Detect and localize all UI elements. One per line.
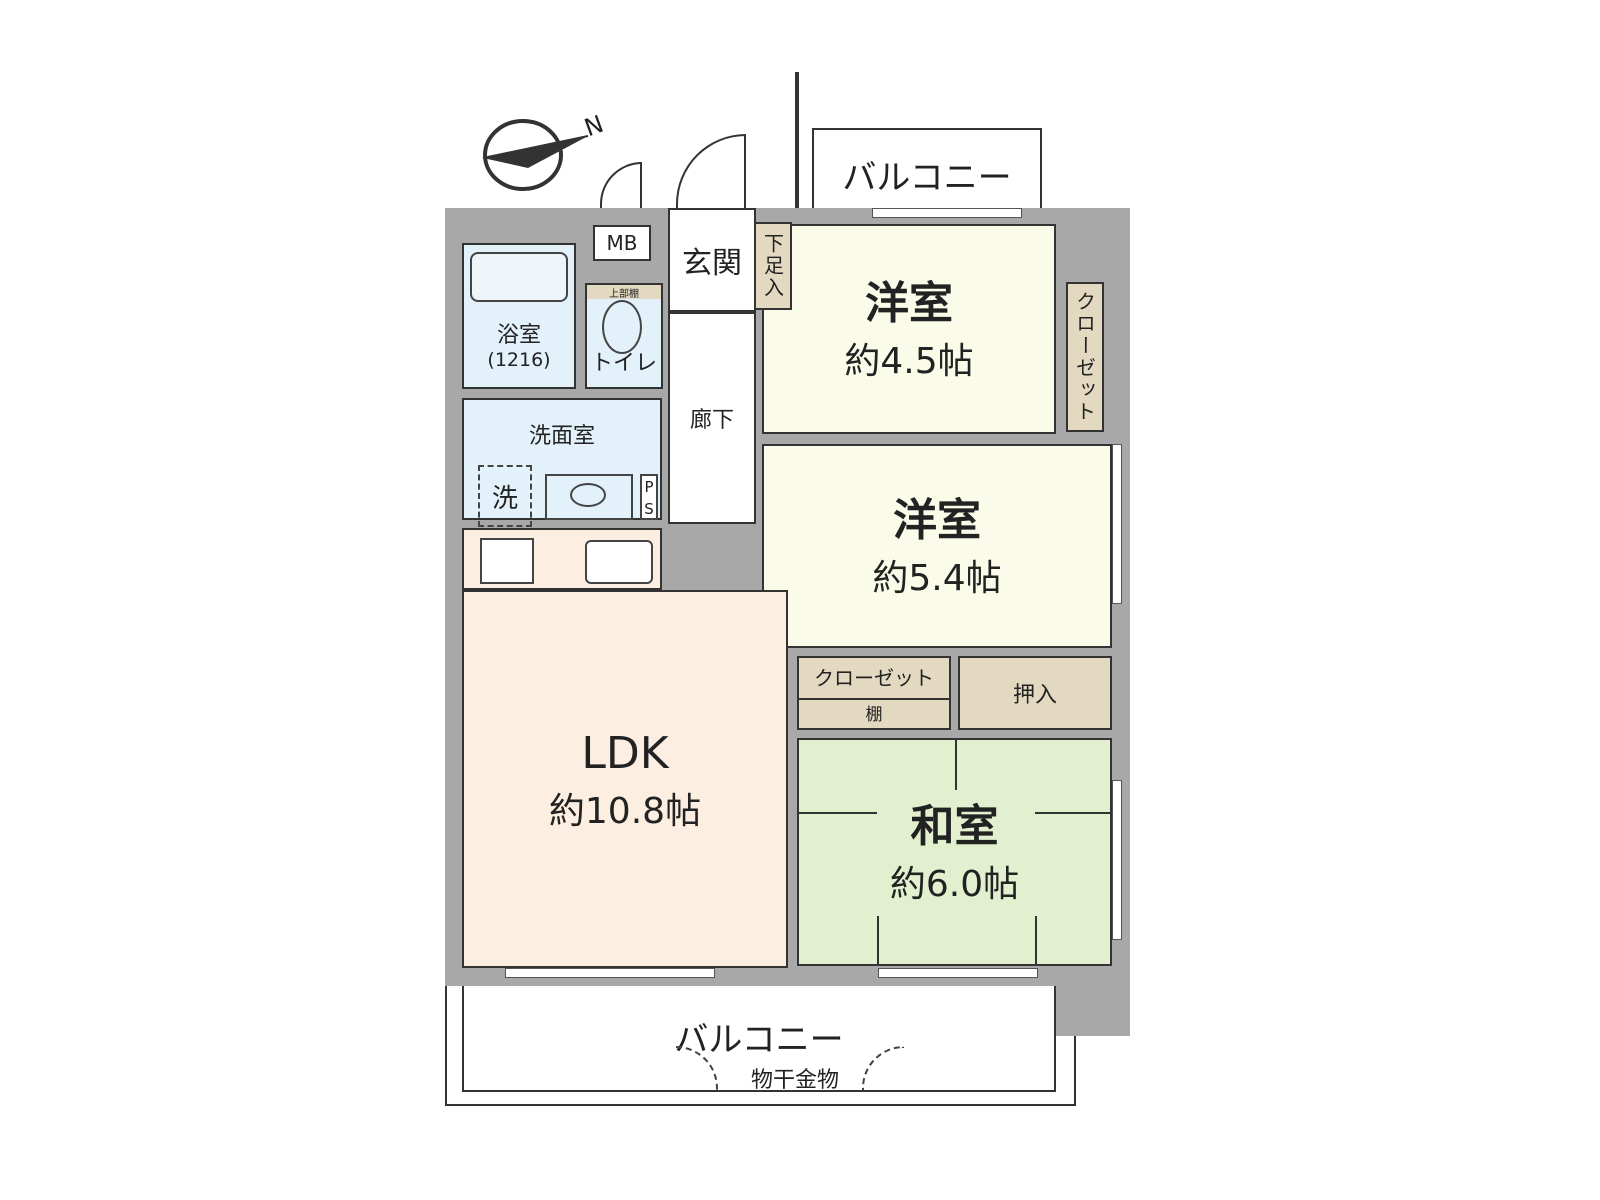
window[interactable] [1112,780,1122,940]
room-name: 和室 [910,800,999,852]
tatami-line [1035,812,1112,814]
stove-icon [480,538,534,584]
compass-icon [482,119,589,191]
tatami-line [1035,916,1037,966]
room-name: 洋室 [893,494,981,546]
bathtub-icon [470,252,568,302]
ldk: LDK 約10.8帖 [462,590,788,968]
tatami-line [877,916,879,966]
window[interactable] [878,968,1038,978]
balcony-top-label: バルコニー [842,158,1012,198]
window[interactable] [872,208,1022,218]
tatami-line [797,812,877,814]
closet-1[interactable]: クローゼット [1066,282,1104,432]
shelf-label: 棚 [799,697,949,725]
pipe-space: PS [640,474,658,520]
balcony-bottom-label: バルコニー [674,1020,844,1060]
wall-bottom-right [1056,986,1130,1036]
balcony-top-rail [812,128,1042,208]
oshiire-closet[interactable]: 押入 [958,656,1112,730]
basin-icon [570,483,606,507]
entrance-door[interactable] [676,134,746,208]
hallway-label: 廊下 [689,408,734,433]
toilet-bowl-icon [602,300,642,354]
sink-icon [545,474,633,520]
tatami-line [955,740,957,790]
balcony-bottom-rail [462,986,1056,1092]
toilet-label: トイレ [590,351,657,376]
balcony-top [795,72,799,208]
bathroom-size: (1216) [487,348,551,371]
room-size: 約4.5帖 [844,340,974,382]
closet-label: クローゼット [814,665,934,690]
window[interactable] [1112,444,1122,604]
north-compass [478,118,589,192]
meter-box: MB [593,225,651,261]
hallway: 廊下 [668,312,756,524]
balcony-bottom [445,986,1056,1106]
washer-space: 洗 [478,465,532,527]
western-room-2: 洋室 約5.4帖 [762,444,1112,648]
entrance: 玄関 [668,208,756,312]
western-room-1: 洋室 約4.5帖 [762,224,1056,434]
kitchen-sink-icon [585,540,653,584]
shoe-storage[interactable]: 下足入 [754,222,792,310]
washroom-label: 洗面室 [528,424,595,449]
upper-shelf: 上部棚 [587,285,661,300]
bathroom-label: 浴室 [496,322,541,348]
room-size: 約5.4帖 [872,557,1002,599]
window[interactable] [505,968,715,978]
washroom: 洗面室 [462,398,662,520]
room-name: LDK [581,727,669,779]
balcony-bottom-rail-right [1056,1036,1076,1106]
room-name: 洋室 [865,277,953,329]
room-size: 約10.8帖 [548,790,702,832]
japanese-room: 和室 約6.0帖 [797,738,1112,966]
room-size: 約6.0帖 [889,863,1020,905]
drying-hardware-label: 物干金物 [750,1068,839,1093]
closet-2[interactable]: クローゼット 棚 [797,656,951,730]
